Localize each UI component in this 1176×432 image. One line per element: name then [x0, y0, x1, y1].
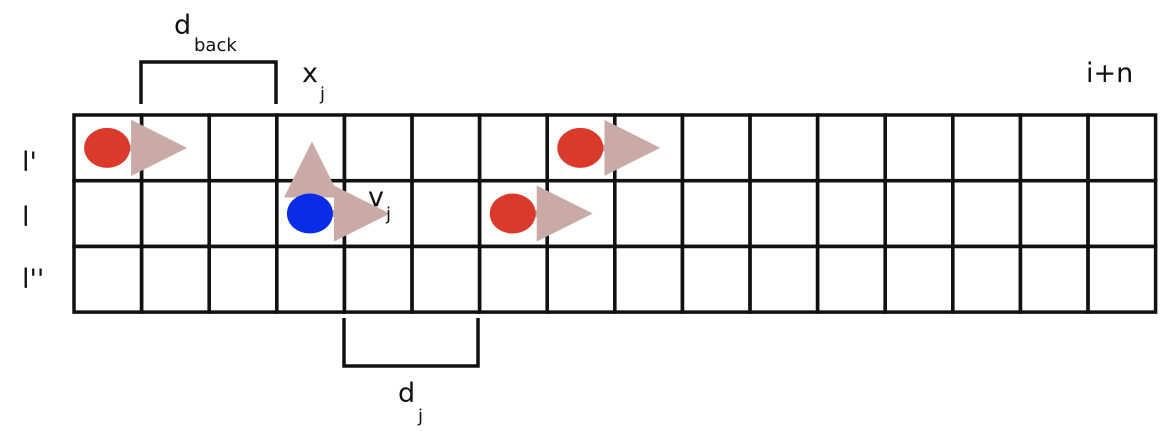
grid-cell — [815, 244, 887, 314]
grid-cell — [748, 113, 820, 183]
d-j-label: d — [398, 378, 415, 409]
v-j-label: v — [368, 182, 384, 213]
grid-cell — [815, 113, 887, 183]
lane-label-l-prime: l' — [22, 147, 37, 178]
grid-cell — [883, 244, 955, 314]
grid-cell — [410, 244, 482, 314]
d-j-subscript: j — [417, 406, 423, 427]
grid-cell — [72, 178, 144, 249]
grid-cell — [1086, 244, 1158, 314]
d-back-subscript: back — [194, 35, 237, 56]
grid-cell — [207, 244, 279, 314]
grid-cell — [883, 178, 955, 249]
grid-cell — [477, 244, 549, 314]
vehicles — [84, 119, 661, 242]
grid-cell — [680, 178, 752, 249]
grid-cell — [951, 178, 1023, 249]
grid-cell — [613, 178, 685, 249]
other-vehicle — [557, 119, 661, 176]
grid-cell — [139, 178, 211, 249]
vehicle-dot — [489, 193, 536, 234]
lane-label-l-double-prime: l'' — [22, 264, 44, 295]
grid-cell — [1018, 113, 1090, 183]
d-back-bracket — [139, 60, 278, 104]
v-j-subscript: j — [385, 204, 391, 225]
x-j-label: x — [302, 58, 318, 89]
vehicle-dot — [557, 127, 604, 168]
grid-cell — [883, 113, 955, 183]
grid-cell — [72, 244, 144, 314]
grid-cell — [1086, 113, 1158, 183]
other-vehicle — [489, 185, 593, 242]
grid-cell — [951, 113, 1023, 183]
other-vehicle — [84, 119, 188, 176]
grid-cell — [477, 113, 549, 183]
grid-cell — [748, 244, 820, 314]
x-j-subscript: j — [319, 84, 325, 105]
grid-cell — [342, 113, 414, 183]
grid-cell — [410, 113, 482, 183]
grid-cell — [613, 244, 685, 314]
grid-cell — [748, 178, 820, 249]
d-j-bracket — [342, 318, 480, 368]
grid-cell — [951, 244, 1023, 314]
grid-cell — [1018, 178, 1090, 249]
i-plus-n-label: i+n — [1086, 58, 1133, 89]
vehicle-dot — [84, 127, 131, 168]
grid-cell — [410, 178, 482, 249]
grid-cell — [207, 178, 279, 249]
grid-cell — [275, 244, 347, 314]
grid-cell — [1086, 178, 1158, 249]
grid-cell — [207, 113, 279, 183]
ego-vehicle-dot — [286, 193, 333, 234]
grid-cell — [680, 113, 752, 183]
grid-cell — [680, 244, 752, 314]
ego-vehicle — [283, 141, 390, 242]
grid-cell — [815, 178, 887, 249]
d-back-label: d — [174, 10, 191, 41]
grid-cell — [139, 244, 211, 314]
grid-cell — [545, 244, 617, 314]
grid-cell — [1018, 244, 1090, 314]
lane-label-l: l — [22, 202, 30, 233]
grid-cell — [342, 244, 414, 314]
